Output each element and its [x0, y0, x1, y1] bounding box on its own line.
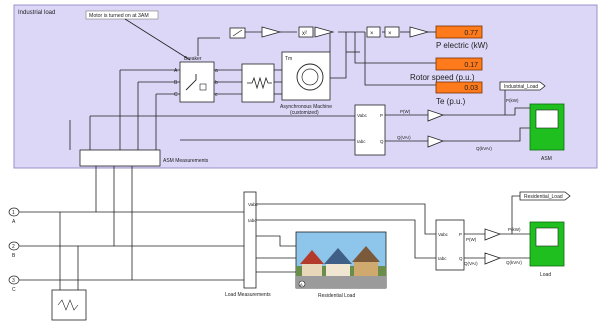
svg-text:Vabc: Vabc	[438, 232, 449, 237]
gain-pw-bottom[interactable]	[485, 229, 500, 240]
display-te-value: 0.03	[464, 85, 478, 92]
svg-text:Tm: Tm	[285, 56, 292, 62]
svg-text:P(kW): P(kW)	[506, 98, 519, 103]
display-rotor-speed-label: Rotor speed (p.u.)	[410, 73, 475, 82]
svg-text:Q: Q	[459, 256, 463, 261]
gain-qvar-bottom[interactable]	[485, 253, 500, 264]
display-te-label: Te (p.u.)	[436, 97, 466, 106]
display-rotor-speed-value: 0.17	[464, 62, 478, 69]
svg-text:P(W): P(W)	[466, 237, 477, 242]
svg-text:P: P	[459, 232, 462, 237]
residential-load-label: Residential Load	[318, 293, 355, 299]
svg-text:Iabc: Iabc	[357, 139, 366, 144]
residential-load-block[interactable]: A	[296, 232, 386, 288]
svg-text:Residential_Load: Residential_Load	[524, 194, 563, 200]
scope-load-label: Load	[540, 272, 551, 278]
breaker-label: Breaker	[184, 56, 202, 62]
svg-text:Industrial_Load: Industrial_Load	[504, 84, 538, 90]
svg-text:ASM Measurements: ASM Measurements	[163, 158, 209, 164]
breaker-block[interactable]	[180, 62, 214, 102]
svg-text:P: P	[380, 113, 383, 118]
svg-text:A: A	[300, 282, 303, 287]
svg-text:Q(kVAr): Q(kVAr)	[476, 146, 492, 151]
svg-text:Vabc: Vabc	[357, 113, 368, 118]
svg-text:b: b	[215, 80, 218, 86]
asm-measurements-block[interactable]	[80, 150, 160, 166]
grounding-block[interactable]	[52, 290, 86, 320]
annotation-text: Motor is turned on at 3AM	[89, 13, 149, 19]
machine-sub: (customized)	[290, 110, 319, 116]
svg-text:Vabc: Vabc	[248, 202, 259, 207]
svg-text:a: a	[215, 68, 218, 74]
svg-text:1: 1	[12, 210, 15, 216]
svg-text:Q: Q	[380, 139, 384, 144]
display-p-electric-value: 0.77	[464, 30, 478, 37]
load-measurements-label: Load Measurements	[225, 292, 271, 298]
svg-text:Q(kVAr): Q(kVAr)	[506, 260, 522, 265]
svg-text:Iabc: Iabc	[438, 256, 447, 261]
svg-text:A: A	[12, 219, 16, 225]
svg-text:x²: x²	[302, 31, 307, 37]
svg-text:P(kW): P(kW)	[508, 227, 521, 232]
svg-text:3: 3	[12, 278, 15, 284]
svg-text:Q(VAr): Q(VAr)	[464, 261, 478, 266]
svg-text:×: ×	[370, 31, 374, 37]
display-p-electric-label: P electric (kW)	[436, 41, 488, 50]
svg-text:×: ×	[388, 31, 392, 37]
pq-block-bottom[interactable]	[436, 220, 464, 270]
scope-asm-label: ASM	[541, 156, 552, 162]
svg-text:Q(VAr): Q(VAr)	[397, 135, 411, 140]
svg-text:2: 2	[12, 244, 15, 250]
subsystem-title: Industrial load	[18, 10, 55, 16]
svg-text:C: C	[12, 287, 16, 293]
svg-text:P(W): P(W)	[400, 109, 411, 114]
svg-text:C: C	[174, 92, 178, 98]
svg-text:B: B	[12, 253, 16, 259]
svg-text:Iabc: Iabc	[248, 218, 257, 223]
